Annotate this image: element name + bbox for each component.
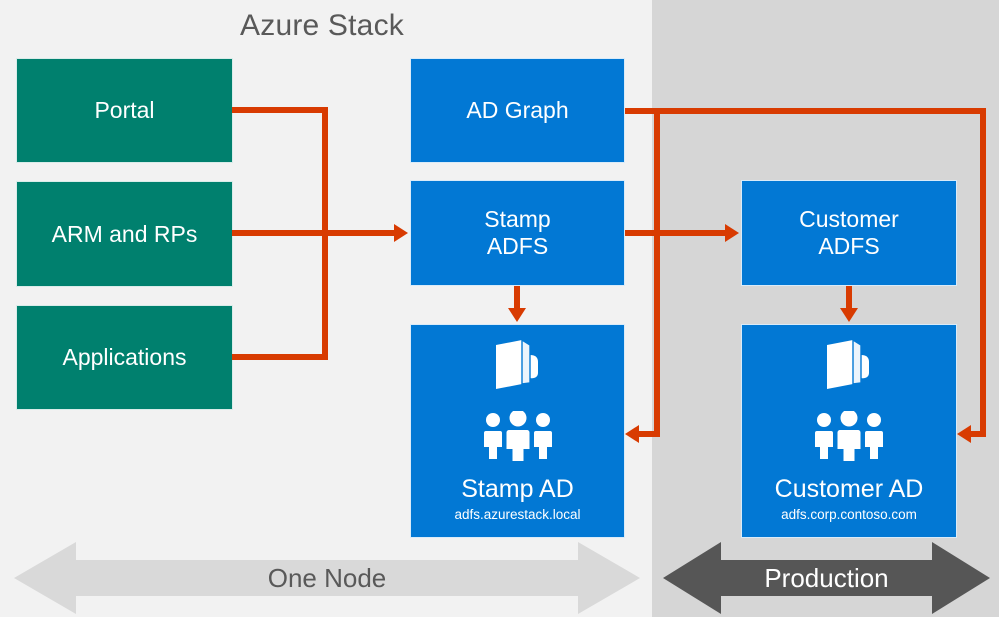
arrowhead-into-stamp-ad-top bbox=[508, 308, 526, 322]
connector-applications-to-stamp-adfs bbox=[232, 354, 328, 360]
people-icon bbox=[812, 409, 886, 466]
customer-ad-icon-group bbox=[812, 338, 886, 466]
box-stamp-ad-label: Stamp AD bbox=[461, 475, 574, 503]
banner-production-label: Production bbox=[764, 562, 889, 593]
box-customer-adfs-label-line1: Customer bbox=[799, 206, 899, 233]
arrowhead-into-stamp-adfs-left bbox=[394, 224, 408, 242]
page-title: Azure Stack bbox=[240, 9, 404, 42]
connector-stamp-adfs-to-stamp-ad bbox=[514, 286, 520, 310]
stamp-ad-icon-group bbox=[481, 338, 555, 466]
box-portal-label: Portal bbox=[94, 97, 155, 124]
box-stamp-ad-domain: adfs.azurestack.local bbox=[454, 506, 581, 522]
arrowhead-into-customer-adfs-left bbox=[725, 224, 739, 242]
box-stamp-adfs-label-line1: Stamp bbox=[484, 206, 551, 233]
people-icon bbox=[481, 409, 555, 466]
folder-icon bbox=[492, 338, 544, 399]
connector-customer-adfs-to-customer-ad bbox=[846, 286, 852, 310]
arrowhead-into-stamp-ad-right bbox=[625, 425, 639, 443]
connector-ad-graph-to-stamp-ad-leg bbox=[654, 108, 660, 437]
connector-stamp-adfs-to-customer-adfs bbox=[625, 230, 727, 236]
folder-icon bbox=[823, 338, 875, 399]
arrowhead-into-customer-ad-top bbox=[840, 308, 858, 322]
connector-ad-graph-to-customer-ad-horiz bbox=[971, 431, 986, 437]
box-customer-adfs[interactable]: Customer ADFS bbox=[741, 180, 957, 286]
connector-portal-to-stamp-adfs bbox=[232, 107, 328, 113]
banner-one-node: One Node bbox=[14, 540, 640, 616]
box-stamp-ad[interactable]: Stamp AD adfs.azurestack.local bbox=[410, 324, 625, 538]
box-customer-adfs-label-line2: ADFS bbox=[818, 233, 880, 259]
connector-ad-graph-out bbox=[625, 108, 986, 114]
banner-production: Production bbox=[663, 540, 990, 616]
box-stamp-adfs-label-line2: ADFS bbox=[486, 233, 549, 259]
connector-ad-graph-to-stamp-ad-horiz bbox=[639, 431, 660, 437]
box-customer-ad[interactable]: Customer AD adfs.corp.contoso.com bbox=[741, 324, 957, 538]
box-arm-and-rps-label: ARM and RPs bbox=[51, 220, 198, 247]
box-ad-graph-label: AD Graph bbox=[466, 97, 569, 124]
box-customer-ad-label: Customer AD bbox=[774, 475, 924, 503]
box-stamp-adfs[interactable]: Stamp ADFS bbox=[410, 180, 625, 286]
box-applications[interactable]: Applications bbox=[16, 305, 233, 410]
arrowhead-into-customer-ad-right bbox=[957, 425, 971, 443]
connector-ad-graph-to-customer-ad-leg bbox=[980, 108, 986, 437]
box-portal[interactable]: Portal bbox=[16, 58, 233, 163]
box-arm-and-rps[interactable]: ARM and RPs bbox=[16, 181, 233, 287]
box-applications-label: Applications bbox=[62, 344, 187, 371]
connector-arm-to-stamp-adfs bbox=[232, 230, 396, 236]
box-customer-ad-domain: adfs.corp.contoso.com bbox=[781, 506, 917, 522]
banner-one-node-label: One Node bbox=[267, 562, 387, 593]
box-ad-graph[interactable]: AD Graph bbox=[410, 58, 625, 163]
